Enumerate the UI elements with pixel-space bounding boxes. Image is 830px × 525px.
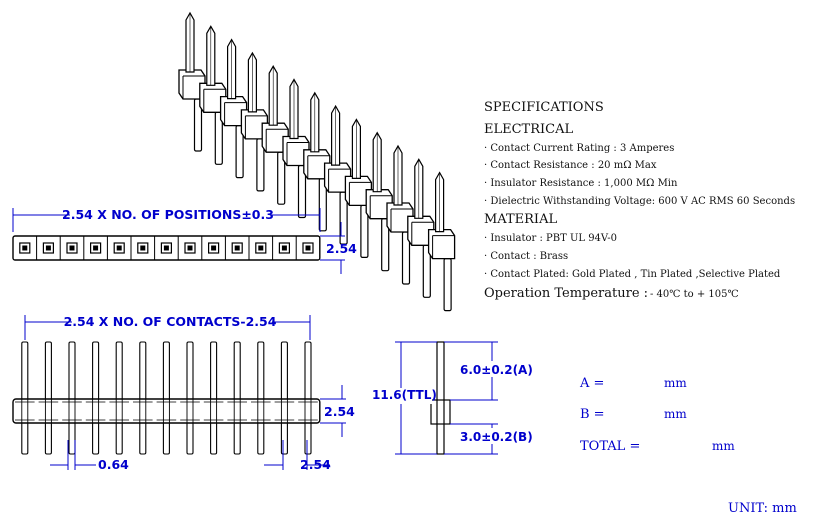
pin	[257, 341, 265, 455]
housing-ridge	[133, 401, 153, 421]
length-a-label: 6.0±0.2(A)	[460, 363, 533, 377]
pitch-bottom-label: 2.54	[300, 457, 331, 472]
operation-temperature-label: Operation Temperature :	[484, 286, 648, 301]
pin	[44, 341, 52, 455]
positions-dimension-label: 2.54 X NO. OF POSITIONS±0.3	[62, 207, 274, 222]
body-height-label: 2.54	[324, 404, 355, 419]
total-length-label: 11.6(TTL)	[372, 388, 437, 402]
material-item: · Contact : Brass	[484, 251, 568, 262]
electrical-item: · Contact Current Rating : 3 Amperes	[484, 143, 674, 154]
pin	[115, 341, 123, 455]
front-view: 2.54 X NO. OF CONTACTS-2.54 2.54 0.64 2.…	[12, 313, 355, 472]
pitch-side-label: 2.54	[326, 241, 357, 256]
pin	[92, 341, 100, 455]
material-item: · Insulator : PBT UL 94V-0	[484, 233, 617, 244]
b-unit: mm	[664, 407, 687, 421]
pin	[162, 341, 170, 455]
housing-ridge	[109, 401, 129, 421]
pin-square-dot	[140, 245, 146, 251]
specifications-title: SPECIFICATIONS	[484, 100, 604, 115]
pin	[304, 341, 312, 455]
pin	[139, 341, 147, 455]
pin-square-dot	[116, 245, 122, 251]
pin-square-dot	[93, 245, 99, 251]
b-label: B =	[580, 407, 605, 422]
pin	[280, 341, 288, 455]
a-unit: mm	[664, 376, 687, 390]
housing-ridge	[62, 401, 82, 421]
pin	[186, 341, 194, 455]
total-unit: mm	[712, 439, 735, 453]
pin-square-dot	[258, 245, 264, 251]
housing-body	[12, 398, 321, 424]
pin-square-dot	[22, 245, 28, 251]
electrical-heading: ELECTRICAL	[484, 122, 573, 137]
operation-temperature-value: - 40℃ to + 105℃	[650, 289, 739, 300]
pin-width-label: 0.64	[98, 457, 129, 472]
length-table: A = mm B = mm TOTAL = mm	[579, 376, 735, 454]
isometric-view	[178, 11, 456, 312]
housing-ridge	[85, 401, 106, 421]
specifications-block: SPECIFICATIONS ELECTRICAL · Contact Curr…	[484, 100, 795, 301]
contacts-dimension-label: 2.54 X NO. OF CONTACTS-2.54	[64, 314, 277, 329]
housing-ridge	[156, 401, 177, 421]
pin	[68, 341, 76, 455]
housing-ridge	[251, 401, 271, 421]
electrical-item: · Insulator Resistance : 1,000 MΩ Min	[484, 178, 678, 189]
pin-square-dot	[69, 245, 75, 251]
electrical-item: · Contact Resistance : 20 mΩ Max	[484, 160, 657, 171]
housing-ridge	[15, 401, 35, 421]
housing-ridge	[274, 401, 295, 421]
side-view: 11.6(TTL) 6.0±0.2(A) 3.0±0.2(B)	[370, 341, 533, 455]
top-view: 2.54 X NO. OF POSITIONS±0.3 2.54	[12, 206, 357, 274]
housing-ridge	[227, 401, 247, 421]
pin	[233, 341, 241, 455]
pin-square-dot	[305, 245, 311, 251]
housing-ridge	[298, 401, 318, 421]
pin-square-dot	[187, 245, 193, 251]
pin-square-dot	[163, 245, 169, 251]
pin-bottom	[443, 258, 452, 312]
unit-label: UNIT: mm	[728, 501, 797, 516]
total-label: TOTAL =	[580, 439, 640, 454]
housing-ridge	[203, 401, 224, 421]
pin-square-dot	[281, 245, 287, 251]
pin-square-dot	[234, 245, 240, 251]
pin	[210, 341, 218, 455]
length-b-label: 3.0±0.2(B)	[460, 430, 533, 444]
pin	[21, 341, 29, 455]
pin-square-dot	[211, 245, 217, 251]
housing-block	[427, 228, 456, 260]
a-label: A =	[579, 376, 604, 391]
housing-ridge	[38, 401, 59, 421]
material-item: · Contact Plated: Gold Plated , Tin Plat…	[484, 269, 781, 280]
pin-square-dot	[45, 245, 51, 251]
material-heading: MATERIAL	[484, 212, 557, 227]
electrical-item: · Dielectric Withstanding Voltage: 600 V…	[484, 196, 795, 207]
housing-ridge	[180, 401, 200, 421]
